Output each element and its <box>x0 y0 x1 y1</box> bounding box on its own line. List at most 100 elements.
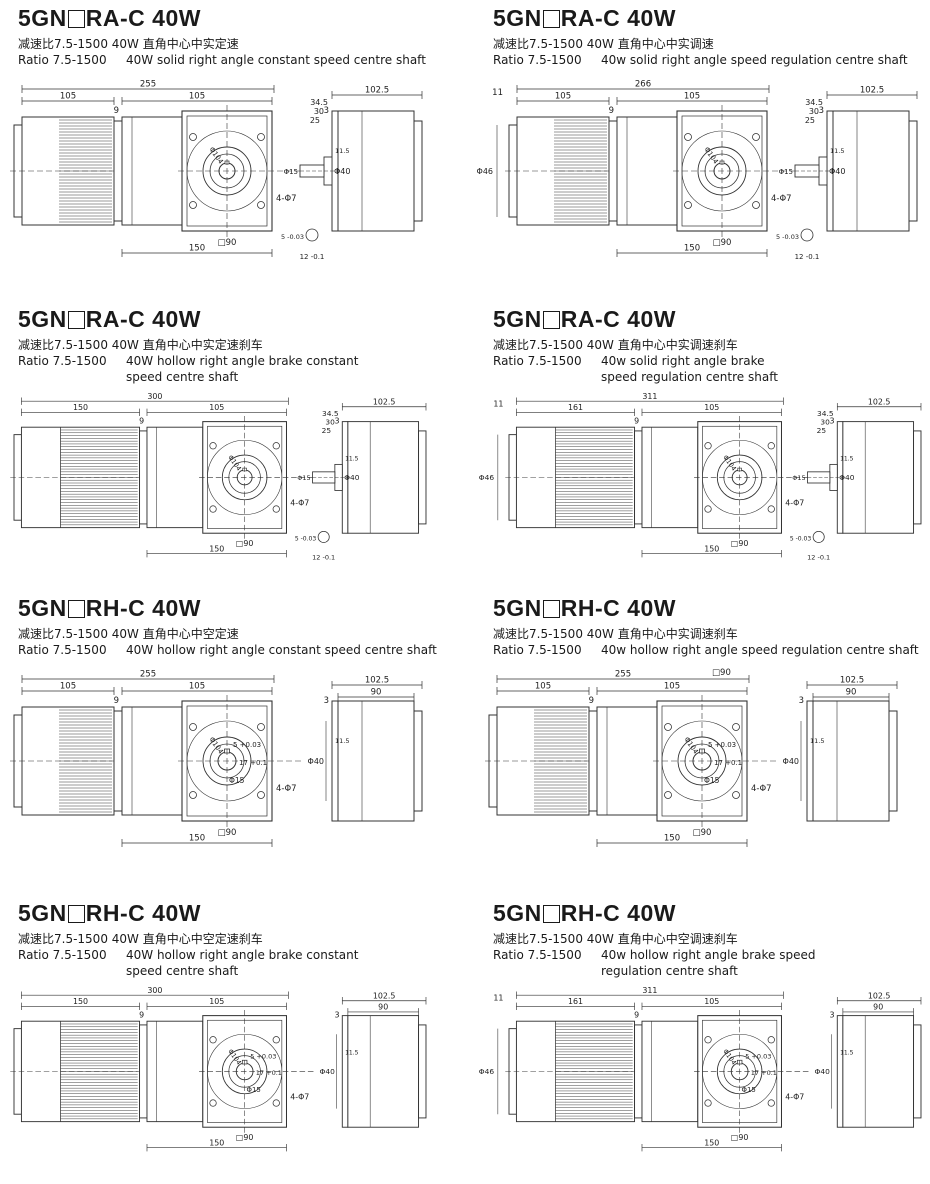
dim-side-flange: 3 <box>799 696 804 706</box>
dim-bore: Φ15 <box>247 1086 261 1094</box>
dim-shaft-30: 30 <box>820 417 830 426</box>
dim-motor-length: 150 <box>73 997 88 1006</box>
dim-side-total: 102.5 <box>840 676 864 686</box>
side-gearbox <box>347 1015 420 1128</box>
cooling-fins <box>59 119 112 223</box>
dim-bottom-length: 150 <box>664 834 680 844</box>
dim-bore: Φ15 <box>742 1086 756 1094</box>
english-description: 40W hollow right angle brake constant <box>126 948 359 962</box>
pcd-circle <box>702 1033 778 1109</box>
english-description: 40w solid right angle brake <box>601 354 765 368</box>
mounting-hole <box>272 1036 280 1044</box>
side-gearbox <box>842 1015 915 1128</box>
dim-flange-thickness: 11.5 <box>345 1050 359 1057</box>
model-suffix: RH-C 40W <box>85 900 201 926</box>
model-suffix: RA-C 40W <box>560 5 676 31</box>
dim-shaft-34-5: 34.5 <box>805 98 823 107</box>
dim-flange-thickness: 11.5 <box>345 456 359 463</box>
mounting-hole <box>272 442 280 450</box>
dim-flange-thickness: 11.5 <box>840 1050 854 1057</box>
adapter-ring <box>113 710 123 812</box>
dim-gap: 9 <box>634 416 639 425</box>
mounting-hole <box>664 791 672 799</box>
dim-shaft: Φ15 <box>284 168 298 176</box>
dim-gap: 9 <box>634 1010 639 1019</box>
dim-side-total: 102.5 <box>365 676 389 686</box>
dim-gap: 9 <box>114 106 119 116</box>
mounting-hole <box>189 201 197 209</box>
dim-bottom-length: 150 <box>684 244 700 254</box>
dim-keyway-depth: 17 +0.1 <box>751 1069 777 1077</box>
dim-motor-diameter: Φ46 <box>479 1067 495 1076</box>
model-prefix: 5GN <box>493 5 542 31</box>
mounting-hole <box>767 1099 775 1107</box>
mounting-hole <box>704 1099 712 1107</box>
adapter-ring <box>139 1024 148 1119</box>
dim-gap: 9 <box>589 696 594 706</box>
adapter-ring <box>634 1024 643 1119</box>
gearbox-body <box>616 116 678 226</box>
dim-side-90: 90 <box>371 688 382 698</box>
adapter-ring <box>608 120 618 222</box>
shaft-section <box>317 530 330 543</box>
model-suffix: RH-C 40W <box>560 595 676 621</box>
dim-side-flange: 3 <box>334 1010 339 1019</box>
dim-flange-thickness: 11.5 <box>335 737 349 745</box>
english-description: 40W hollow right angle brake constant <box>126 354 359 368</box>
dim-flange-square: □90 <box>218 828 237 838</box>
english-description: 40w hollow right angle speed regulation … <box>601 643 919 657</box>
cooling-fins <box>59 709 112 813</box>
dim-shaft-25: 25 <box>817 426 827 435</box>
dim-keyway-depth: 17 +0.1 <box>239 759 267 767</box>
mounting-hole <box>684 201 692 209</box>
dim-flange-thickness: 11.5 <box>335 147 349 155</box>
dim-side-flange: 3 <box>334 416 339 425</box>
dim-gap: 9 <box>114 696 119 706</box>
adapter-ring <box>139 430 148 525</box>
dim-bottom-length: 150 <box>189 244 205 254</box>
dim-end-cap: 11 <box>493 994 503 1003</box>
english-description-continued: speed centre shaft <box>126 370 239 384</box>
dim-key-height: 12 -0.1 <box>807 553 830 561</box>
shaft-section <box>812 530 825 543</box>
mounting-hole <box>752 133 760 141</box>
side-gearbox <box>337 700 415 822</box>
dim-motor-length: 105 <box>60 92 76 102</box>
dim-total-length: 266 <box>635 80 651 90</box>
dim-bottom-length: 150 <box>209 544 224 553</box>
cooling-fins <box>534 709 587 813</box>
mounting-hole <box>767 1036 775 1044</box>
dim-side-total: 102.5 <box>868 991 891 1000</box>
english-description-continued: speed centre shaft <box>126 964 239 978</box>
chinese-description: 减速比7.5-1500 40W 直角中心中空调速刹车 <box>493 932 738 946</box>
dim-holes: 4-Φ7 <box>290 498 309 507</box>
ratio-range: Ratio 7.5-1500 <box>493 948 582 962</box>
dim-key-width: 5 -0.03 <box>295 536 317 543</box>
dim-holes: 4-Φ7 <box>290 1092 309 1101</box>
model-placeholder-box <box>542 311 560 329</box>
mounting-hole <box>272 505 280 513</box>
dim-flange-square: □90 <box>236 1133 254 1142</box>
mounting-hole <box>209 505 217 513</box>
adapter-ring <box>634 430 643 525</box>
gearbox-body <box>121 706 183 816</box>
chinese-description: 减速比7.5-1500 40W 直角中心中实调速刹车 <box>493 627 738 641</box>
ratio-range: Ratio 7.5-1500 <box>493 354 582 368</box>
dim-key-width: 5 -0.03 <box>776 233 799 241</box>
